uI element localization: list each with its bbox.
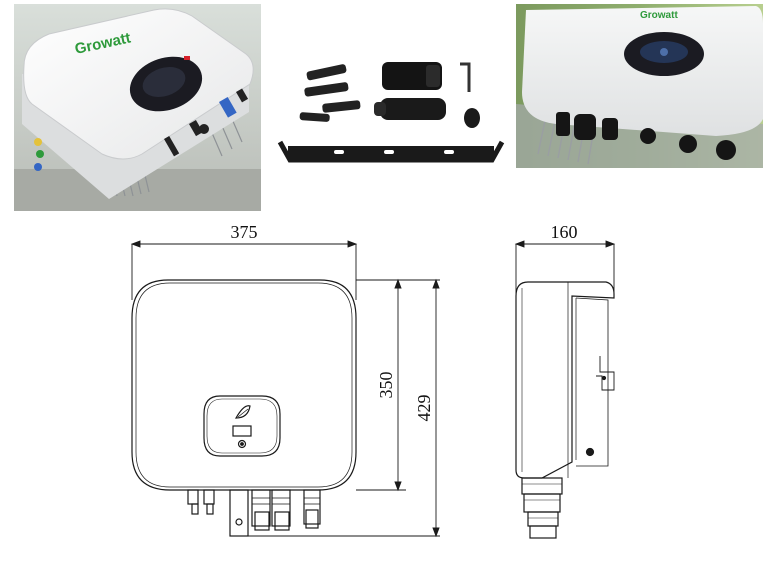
brand-logo-2: Growatt — [640, 10, 678, 21]
width-label: 375 — [231, 222, 258, 242]
total-height-label: 429 — [414, 395, 434, 422]
depth-label: 160 — [551, 222, 578, 242]
width-dimension — [130, 240, 358, 300]
front-view — [131, 279, 357, 537]
accessories-photo — [264, 52, 510, 180]
side-view — [515, 281, 615, 539]
inverter-angled-photo: Growatt — [14, 4, 261, 211]
height-dimensions — [230, 278, 440, 538]
depth-dimension — [514, 240, 616, 296]
inverter-closeup-photo: Growatt — [516, 4, 763, 168]
body-height-label: 350 — [376, 372, 396, 399]
